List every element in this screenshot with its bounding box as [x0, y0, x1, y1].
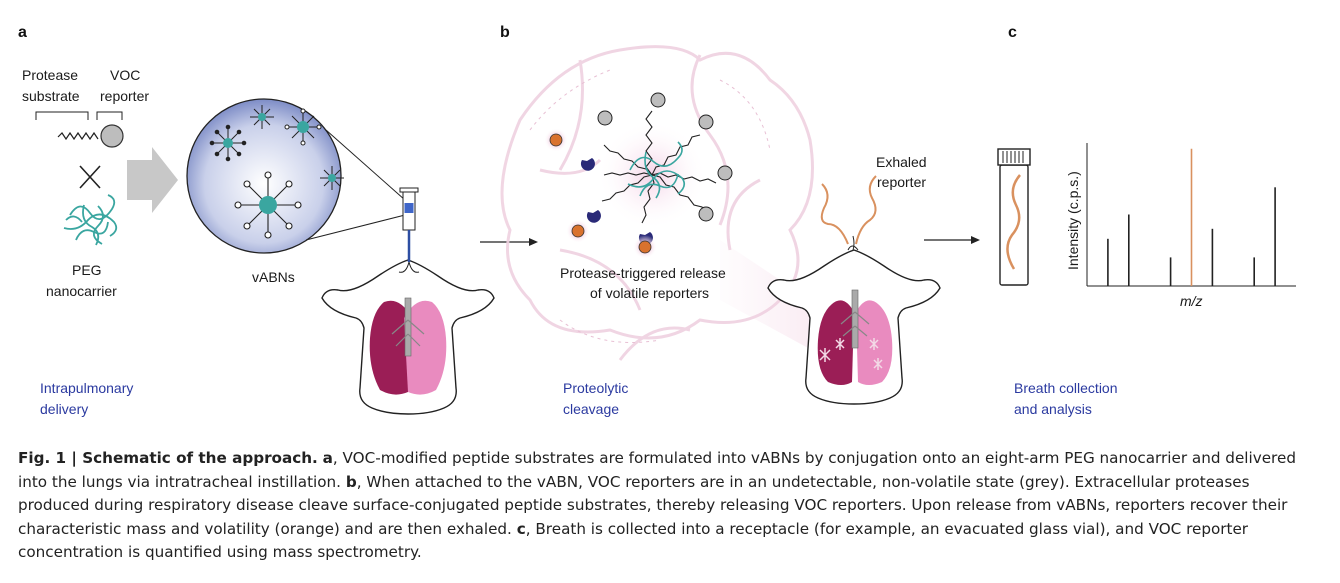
caption-text: , When attached to the vABN, VOC reporte…: [18, 472, 1288, 538]
x-axis-label: m/z: [1180, 293, 1203, 309]
release-line2: of volatile reporters: [590, 285, 709, 301]
mass-spectrum: Intensity (c.p.s.) m/z: [1065, 143, 1296, 309]
figure-caption: Fig. 1 | Schematic of the approach. a, V…: [18, 447, 1318, 565]
arrow-a-to-b-head: [529, 238, 538, 246]
caption-panel-ref: a: [322, 449, 333, 467]
substrate-label: substrate: [22, 88, 80, 104]
schematic-figure: a Protease substrate VOC reporter PEG na…: [18, 24, 1296, 417]
peg-label: PEG: [72, 262, 102, 278]
tissue-texture: [529, 69, 771, 343]
peg-nanocarrier-icon: [63, 194, 118, 246]
step-c-line2: and analysis: [1014, 401, 1092, 417]
caption-panel-ref: b: [345, 472, 357, 491]
arrow-mouse-to-vial-head: [971, 236, 980, 244]
release-line1: Protease-triggered release: [560, 265, 726, 281]
panel-b-letter: b: [500, 24, 510, 41]
mouse-outline-a: [321, 259, 495, 415]
caption-body: a, VOC-modified peptide substrates are f…: [18, 449, 1296, 561]
reporter-label: reporter: [100, 88, 149, 104]
tissue-background: [500, 45, 814, 361]
step-b-line2: cleavage: [563, 401, 619, 417]
protease-label: Protease: [22, 67, 78, 83]
glass-vial-icon: [997, 148, 1031, 286]
spectrum-peaks: [1107, 148, 1276, 286]
caption-panel-ref: c: [516, 519, 526, 538]
mouse-outline-c: [767, 235, 941, 405]
panel-a-letter: a: [18, 24, 27, 41]
caption-text: , Breath is collected into a receptacle …: [18, 519, 1249, 562]
zoom-lines: [305, 129, 406, 241]
substrate-reporter-molecule: [57, 124, 124, 148]
released-reporters: [544, 128, 657, 259]
vabn-sphere: [186, 98, 342, 254]
process-arrow-icon: [127, 147, 178, 213]
vabn-particle-icon: [209, 105, 344, 239]
exhaled-line1: Exhaled: [876, 154, 927, 170]
exhaled-line2: reporter: [877, 174, 926, 190]
label-brackets: [35, 111, 123, 120]
step-c-line1: Breath collection: [1014, 380, 1118, 396]
step-a-line2: delivery: [40, 401, 88, 417]
nanocarrier-label: nanocarrier: [46, 283, 117, 299]
step-a-line1: Intrapulmonary: [40, 380, 133, 396]
y-axis-label: Intensity (c.p.s.): [1065, 171, 1081, 270]
syringe-icon: [398, 187, 420, 273]
step-b-line1: Proteolytic: [563, 380, 628, 396]
cross-icon: [79, 165, 101, 189]
voc-label: VOC: [110, 67, 140, 83]
caption-fig-label: Fig. 1 | Schematic of the approach.: [18, 449, 318, 467]
exhaled-reporter-wisps: [820, 175, 877, 245]
panel-c-letter: c: [1008, 24, 1017, 41]
caption-text: , VOC-modified peptide substrates are fo…: [18, 449, 1296, 491]
vabn-release-diagram: [544, 92, 733, 259]
vabns-label: vABNs: [252, 269, 295, 285]
